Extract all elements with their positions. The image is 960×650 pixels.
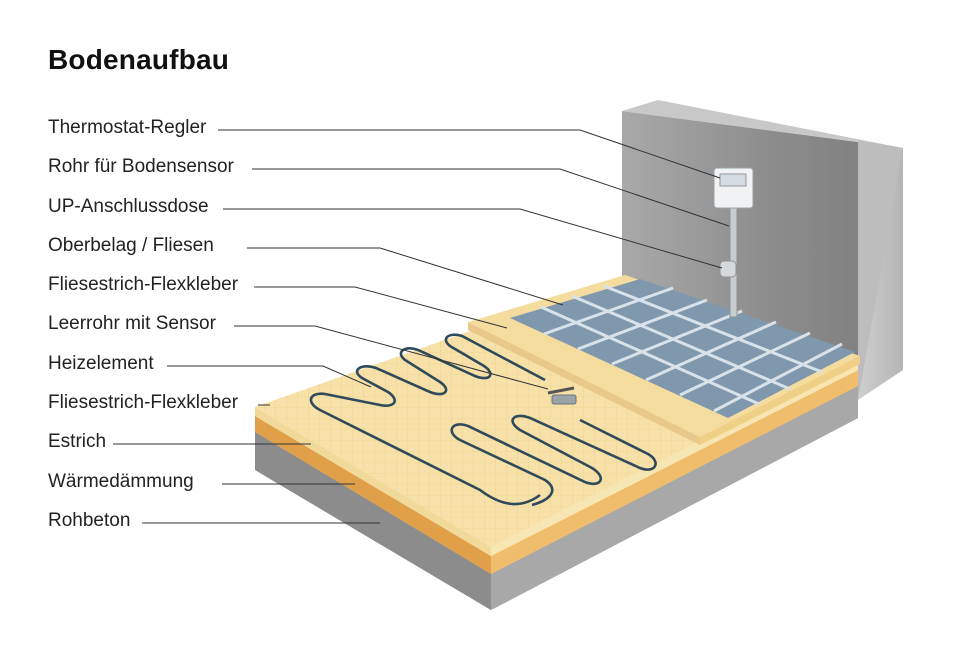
thermostat-icon	[713, 167, 754, 209]
junction-box-icon	[719, 260, 737, 278]
label-up-anschlussdose: UP-Anschlussdose	[48, 196, 209, 217]
label-fliesestrich-flexkleber-top: Fliesestrich-Flexkleber	[48, 274, 239, 295]
label-thermostat-regler: Thermostat-Regler	[48, 117, 207, 138]
rohbeton-layer	[255, 386, 858, 610]
wall	[622, 100, 903, 400]
label-rohbeton: Rohbeton	[48, 510, 131, 531]
page-title: Bodenaufbau	[48, 44, 230, 75]
leader-lines	[113, 129, 730, 524]
label-oberbelag-fliesen: Oberbelag / Fliesen	[48, 235, 214, 256]
label-fliesestrich-flexkleber-bottom: Fliesestrich-Flexkleber	[48, 392, 239, 413]
label-waermedaemmung: Wärmedämmung	[48, 471, 194, 492]
label-rohr-bodensensor: Rohr für Bodensensor	[48, 156, 234, 177]
tile-grid	[540, 284, 843, 413]
label-leerrohr-sensor: Leerrohr mit Sensor	[48, 313, 216, 334]
sensor	[547, 386, 577, 405]
heating-cable	[309, 333, 657, 507]
label-heizelement: Heizelement	[48, 353, 154, 374]
waermedaemmung-layer	[255, 370, 858, 574]
label-estrich: Estrich	[48, 431, 107, 452]
